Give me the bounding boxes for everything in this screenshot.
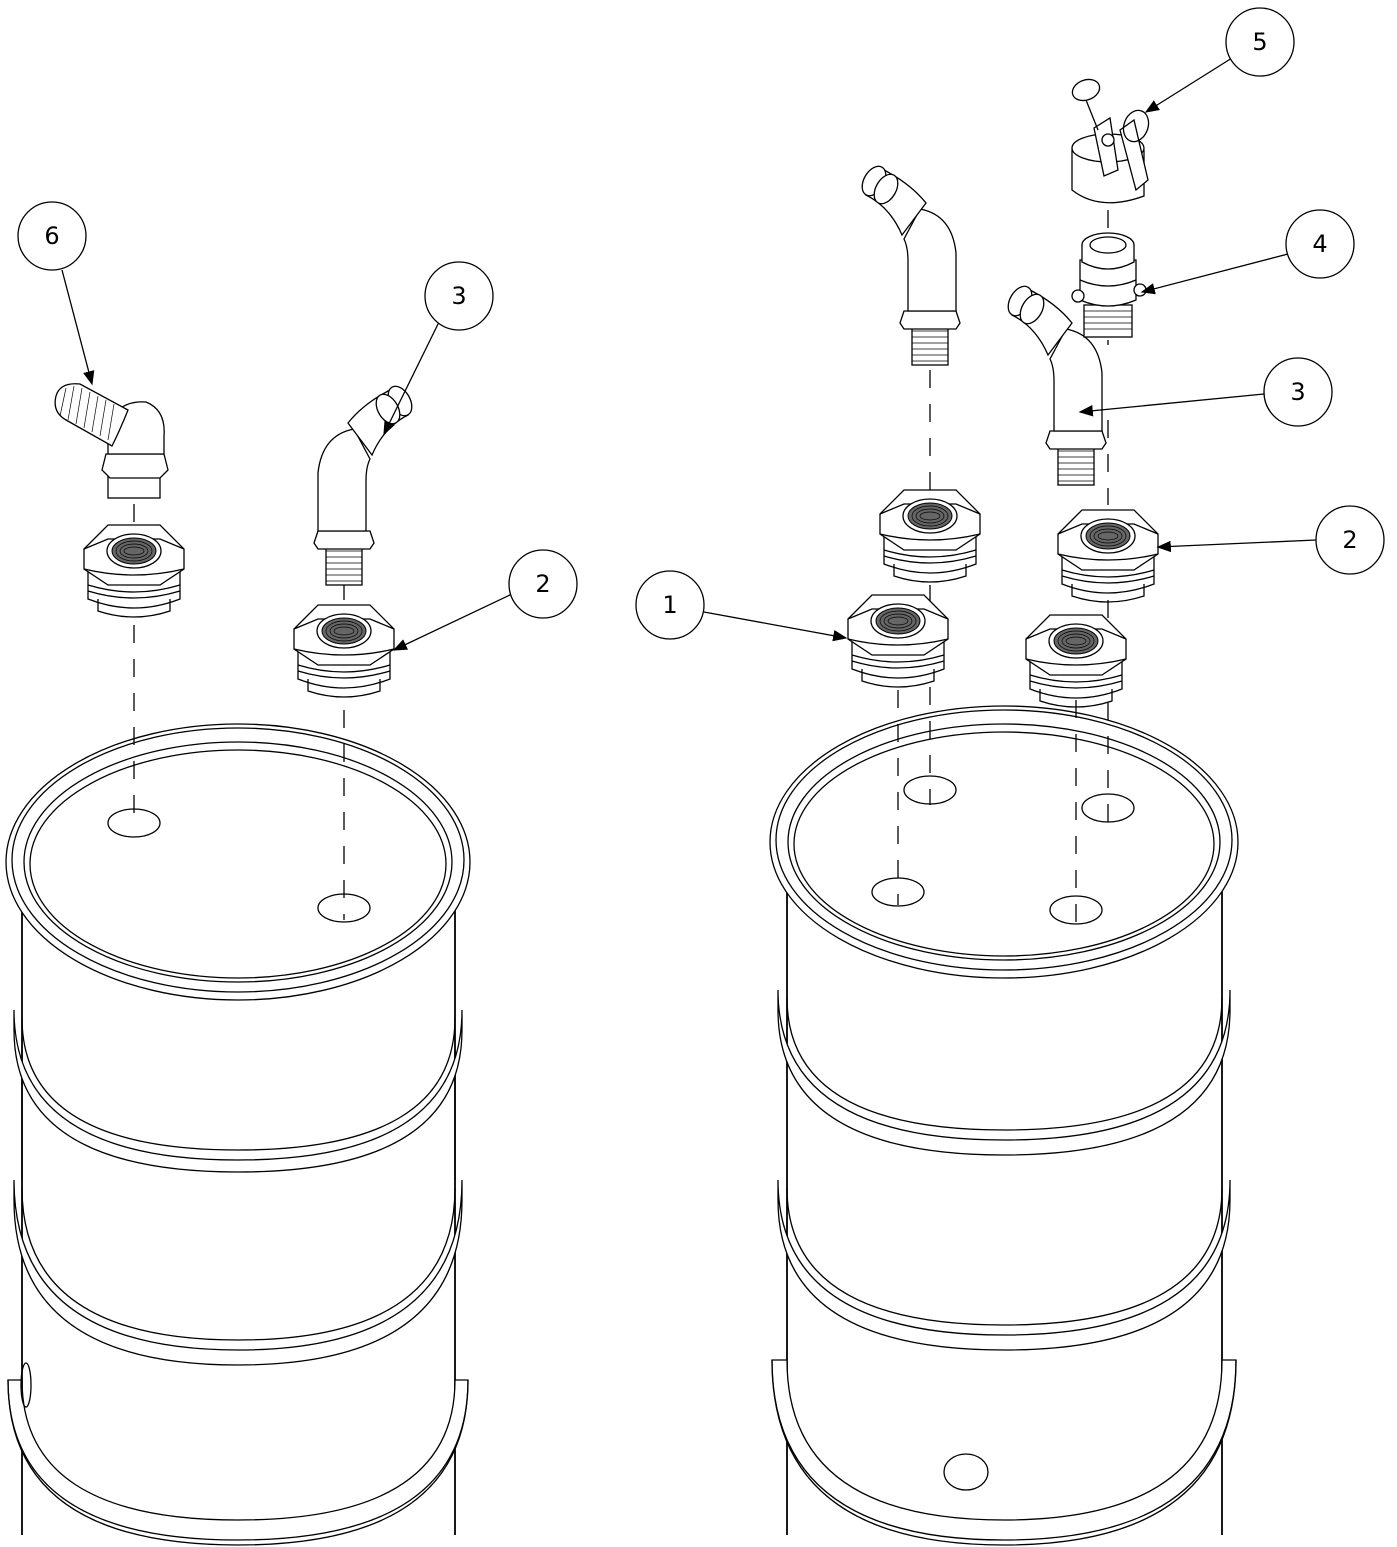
callout-5: 5 bbox=[1144, 7, 1295, 113]
svg-text:6: 6 bbox=[44, 222, 59, 250]
bulkhead-right-center bbox=[879, 489, 981, 583]
svg-text:4: 4 bbox=[1312, 230, 1327, 258]
bulkhead-right-2 bbox=[1057, 509, 1159, 603]
bulkhead-left-b bbox=[293, 604, 395, 698]
svg-text:2: 2 bbox=[1342, 526, 1357, 554]
bulkhead-right-front bbox=[1025, 614, 1127, 708]
callout-6: 6 bbox=[17, 201, 95, 386]
elbow-left-3 bbox=[313, 381, 418, 586]
callout-4: 4 bbox=[1140, 209, 1355, 295]
callout-2-right: 2 bbox=[1156, 505, 1385, 575]
coupler-4 bbox=[1071, 232, 1147, 338]
callout-1: 1 bbox=[635, 570, 848, 642]
bulkhead-right-1 bbox=[847, 594, 949, 688]
svg-text:2: 2 bbox=[535, 570, 550, 598]
callout-2-left: 2 bbox=[392, 549, 578, 651]
elbow-right-back bbox=[856, 161, 961, 366]
barb-elbow-6 bbox=[54, 383, 169, 499]
svg-text:3: 3 bbox=[1290, 378, 1305, 406]
svg-text:1: 1 bbox=[662, 591, 677, 619]
svg-text:3: 3 bbox=[451, 282, 466, 310]
svg-text:5: 5 bbox=[1252, 28, 1267, 56]
left-drum bbox=[5, 723, 471, 1546]
bulkhead-left-a bbox=[83, 524, 185, 618]
dust-cap-5 bbox=[1071, 78, 1150, 204]
callout-3-right: 3 bbox=[1078, 357, 1333, 427]
right-drum bbox=[769, 705, 1239, 1546]
callout-3-left: 3 bbox=[383, 261, 494, 436]
